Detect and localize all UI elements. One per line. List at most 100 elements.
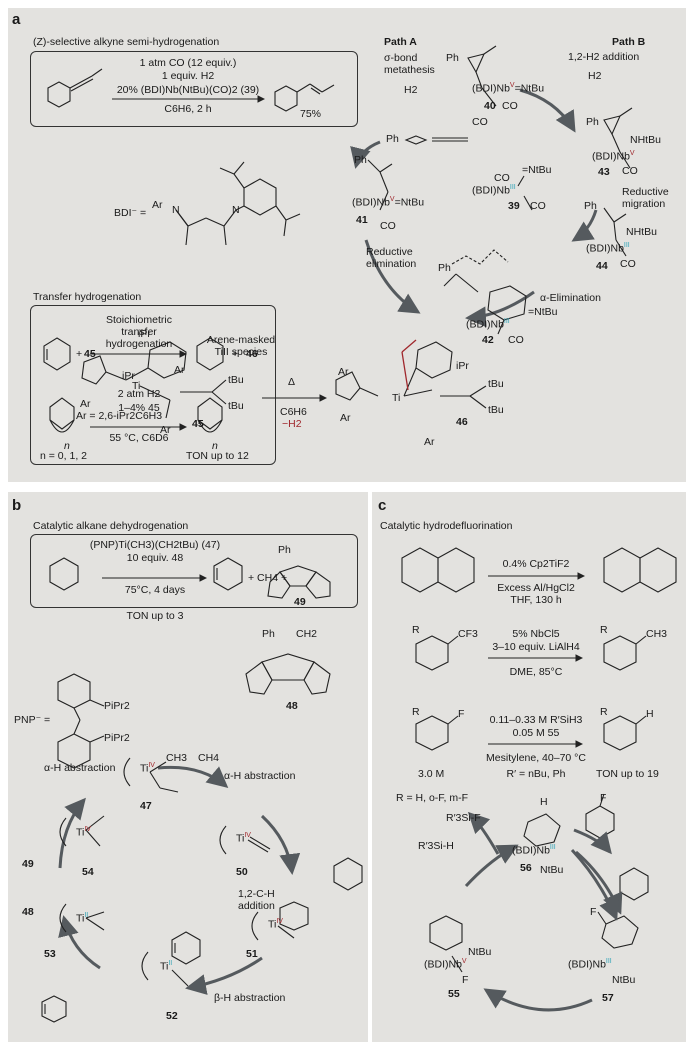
ch4-47: CH4 xyxy=(198,752,220,764)
ar-46-bottom: Ar xyxy=(340,412,351,424)
dehydro-cat-1: (PNP)Ti(CH3)(CH2tBu) (47) xyxy=(89,539,221,551)
cyclohexane-b xyxy=(49,557,79,591)
reductive-migration-2: migration xyxy=(622,198,666,210)
ti-52: TiII xyxy=(160,960,173,973)
semi-condition-4: C6H6, 2 h xyxy=(164,103,212,115)
ch-add-1: 1,2-C-H xyxy=(238,888,275,900)
c44-nh: NHtBu xyxy=(626,226,657,238)
c41-co: CO xyxy=(380,220,396,232)
c40-ph: Ph xyxy=(446,52,459,64)
cycle-a-arrows xyxy=(350,88,598,328)
ton-transfer: TON up to 12 xyxy=(186,450,249,462)
c51-label: 51 xyxy=(246,948,258,960)
c48-label: 48 xyxy=(286,700,298,712)
r3-cond-4: R′ = nBu, Ph xyxy=(506,768,566,780)
path-a-sub2: metathesis xyxy=(384,64,435,76)
c43-nh: NHtBu xyxy=(630,134,661,146)
c53-label: 53 xyxy=(44,948,56,960)
c43-nb: (BDI)NbV xyxy=(592,150,635,163)
ti-53: TiII xyxy=(76,912,89,925)
cyclohexene-b xyxy=(213,557,243,591)
r1-cond-3: THF, 130 h xyxy=(510,594,562,606)
c45-transfer: 45 xyxy=(84,348,96,360)
ch2-48: CH2 xyxy=(296,628,318,640)
hdf-title: Catalytic hydrodefluorination xyxy=(380,520,513,532)
z-alkene-ring xyxy=(274,85,298,112)
r3-cond-3: Mesitylene, 40–70 °C xyxy=(486,752,586,764)
delta: Δ xyxy=(288,376,296,388)
c42-nb: (BDI)NbIII xyxy=(466,318,510,331)
c54-label: 54 xyxy=(82,866,94,878)
alpha-h-right: α-H abstraction xyxy=(224,770,296,782)
ar-45-bottom: Ar xyxy=(160,424,171,436)
c6h6-out: C6H6 xyxy=(280,406,307,418)
ar-45-top: Ar xyxy=(174,364,185,376)
alkene-ph: Ph xyxy=(438,262,451,274)
ar-46-n: Ar xyxy=(424,436,435,448)
c50-label: 50 xyxy=(236,866,248,878)
c47-label: 47 xyxy=(140,800,152,812)
cycle-b-arrows xyxy=(58,765,301,995)
panel-c xyxy=(372,492,686,1042)
dehydrogenation-title: Catalytic alkane dehydrogenation xyxy=(33,520,189,532)
h2-left: H2 xyxy=(404,84,418,96)
transfer-title: Transfer hydrogenation xyxy=(33,291,142,303)
r1-cond-2: Excess Al/HgCl2 xyxy=(497,582,575,594)
ti-46: Ti xyxy=(392,392,401,404)
c45-label: 45 xyxy=(192,418,204,430)
semi-condition-1: 1 atm CO (12 equiv.) xyxy=(139,57,237,69)
c56-label: 56 xyxy=(520,862,532,874)
ph-48: Ph xyxy=(262,628,275,640)
r3-cond-2: 0.05 M 55 xyxy=(512,727,560,739)
c43-ph: Ph xyxy=(586,116,599,128)
r3-f: F xyxy=(458,708,465,720)
r2-r: R xyxy=(412,624,420,636)
c44-co: CO xyxy=(620,258,636,270)
ar-45-left: Ar xyxy=(80,398,91,410)
alpha-h-left: α-H abstraction xyxy=(44,762,116,774)
c40-label: 40 xyxy=(484,100,496,112)
c42-co: CO xyxy=(508,334,524,346)
stoich-3: hydrogenation xyxy=(105,338,173,350)
c55-f: F xyxy=(462,974,469,986)
pipr2-bottom: PiPr2 xyxy=(104,732,130,744)
r1-cond-1: 0.4% Cp2TiF2 xyxy=(502,558,570,570)
c57-label: 57 xyxy=(602,992,614,1004)
dehydro-cat-2: 10 equiv. 48 xyxy=(126,552,184,564)
stoich-1: Stoichiometric xyxy=(106,314,172,326)
c56-h: H xyxy=(540,796,548,808)
cyclohexane xyxy=(196,337,224,371)
ti-50: TiIV xyxy=(236,832,251,845)
c49-label: 49 xyxy=(294,596,306,608)
sif: R′3Si-F xyxy=(446,812,481,824)
semi-condition-3: 20% (BDI)Nb(NtBu)(CO)2 (39) xyxy=(116,84,260,96)
c43-label: 43 xyxy=(598,166,610,178)
path-b-label: Path B xyxy=(612,36,646,48)
reductive-migration-1: Reductive xyxy=(622,186,669,198)
c57-f: F xyxy=(590,906,597,918)
r2-cond-2: 3–10 equiv. LiAlH4 xyxy=(492,641,580,653)
ar-46-top: Ar xyxy=(338,366,349,378)
c40-nb: (BDI)NbV=NtBu xyxy=(472,82,545,95)
dehydrogenation-box xyxy=(30,534,358,608)
c44-ph: Ph xyxy=(584,200,597,212)
semi-hydrogenation-title: (Z)-selective alkyne semi-hydrogenation xyxy=(33,36,220,48)
bdi-n-right: N xyxy=(232,204,240,216)
sih: R′3Si-H xyxy=(418,840,454,852)
alpha-elimination: α-Elimination xyxy=(540,292,601,304)
ipr-46: iPr xyxy=(456,360,469,372)
c56-nb: (BDI)NbIII xyxy=(512,844,556,857)
c46-label: 46 xyxy=(456,416,468,428)
r3-ton: TON up to 19 xyxy=(596,768,659,780)
n-sub-left: n xyxy=(64,440,70,452)
tbu-46-a: tBu xyxy=(488,378,504,390)
panel-label-a: a xyxy=(12,11,21,28)
reductive-elim-2: elimination xyxy=(366,258,417,270)
panel-a xyxy=(8,8,686,482)
c39-co-top: CO xyxy=(494,172,510,184)
c39-ntbu: =NtBu xyxy=(522,164,552,176)
n-range: n = 0, 1, 2 xyxy=(40,450,87,462)
bdi-aryl-ring xyxy=(243,178,277,216)
c41-ph: Ph xyxy=(354,154,367,166)
